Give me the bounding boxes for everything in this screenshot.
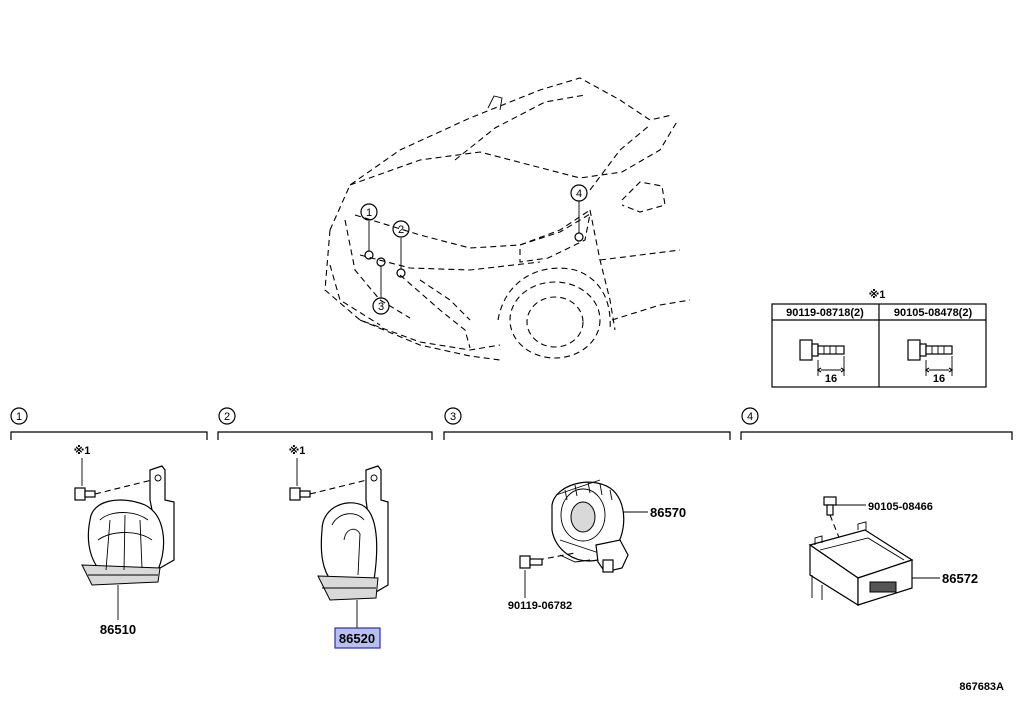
group-2-horn-high: ※1 86520 [289, 445, 389, 649]
section-headers: 1 2 3 4 [10, 407, 1013, 440]
svg-text:1: 1 [16, 411, 22, 423]
svg-text:2: 2 [224, 411, 230, 423]
section-2-header: 2 [217, 407, 433, 440]
dimension-label-1: 16 [825, 373, 837, 385]
fastener-note-table: ※1 90119-08718(2) 90105-08478(2) 16 16 [771, 289, 987, 388]
bolt-90119-08718-icon: 16 [799, 339, 846, 385]
note-table-header-1[interactable]: 90119-08718(2) [786, 307, 864, 319]
part-number-86510[interactable]: 86510 [100, 622, 136, 637]
part-number-90119-06782[interactable]: 90119-06782 [508, 600, 572, 612]
svg-text:1: 1 [366, 207, 372, 219]
module-86570-icon[interactable] [551, 479, 629, 573]
group-2-note-mark: ※1 [289, 445, 306, 457]
bolt-icon [289, 487, 311, 501]
bolt-icon [519, 555, 543, 569]
vehicle-front-illustration: 1 2 3 4 [324, 77, 691, 361]
car-callout-1[interactable]: 1 [360, 203, 378, 221]
diagram-code: 867683A [959, 681, 1004, 693]
note-table-header-2[interactable]: 90105-08478(2) [894, 307, 973, 319]
svg-text:3: 3 [378, 301, 384, 313]
group-3-module: 86570 90119-06782 [508, 479, 686, 612]
svg-text:4: 4 [747, 411, 753, 423]
group-4-ecu: 90105-08466 86572 [808, 496, 978, 607]
group-1-horn-low: ※1 86510 [74, 445, 175, 637]
highlighted-part-86520[interactable]: 86520 [334, 627, 381, 649]
car-callout-3[interactable]: 3 [372, 297, 390, 315]
car-callout-2[interactable]: 2 [392, 220, 410, 238]
ecu-86572-icon[interactable] [808, 521, 914, 607]
svg-text:2: 2 [398, 224, 404, 236]
part-number-86520: 86520 [339, 631, 375, 646]
part-number-86570[interactable]: 86570 [650, 505, 686, 520]
car-callout-4[interactable]: 4 [570, 184, 588, 202]
dimension-label-2: 16 [933, 373, 945, 385]
group-1-note-mark: ※1 [74, 445, 91, 457]
bolt-90105-08478-icon: 16 [907, 339, 954, 385]
part-number-86572[interactable]: 86572 [942, 571, 978, 586]
part-number-90105-08466[interactable]: 90105-08466 [868, 501, 933, 513]
section-3-header: 3 [443, 407, 731, 440]
horn-86520-icon[interactable] [317, 502, 379, 601]
section-1-header: 1 [10, 407, 208, 440]
bolt-icon [74, 487, 96, 501]
horn-86510-icon[interactable] [81, 499, 165, 586]
svg-text:4: 4 [576, 188, 582, 200]
svg-text:3: 3 [450, 411, 456, 423]
section-4-header: 4 [740, 407, 1013, 440]
note-table-mark: ※1 [869, 289, 886, 301]
bolt-icon [823, 496, 837, 516]
